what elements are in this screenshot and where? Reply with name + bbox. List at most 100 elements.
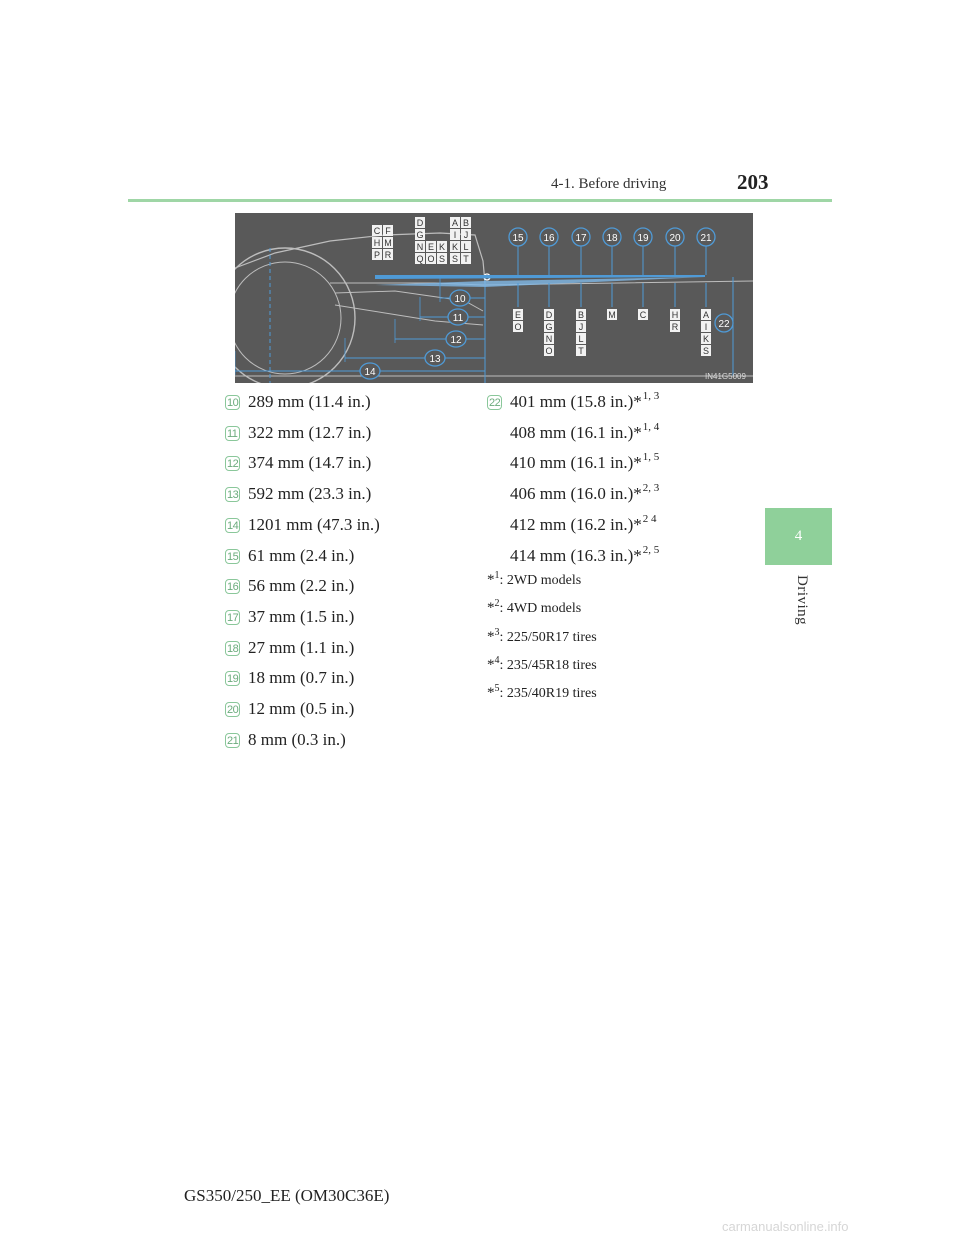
grid-right-letter: A (452, 218, 458, 228)
footnote-item: *2: 4WD models (487, 598, 582, 617)
grid-cell (461, 229, 471, 240)
grid-left-letter: M (384, 238, 392, 248)
grid-cell (383, 249, 393, 260)
callout-number-badge: 19 (225, 671, 240, 687)
car-body-outline (235, 232, 486, 284)
column-cell (701, 321, 711, 332)
grid-cell (415, 253, 425, 264)
column-cell (544, 345, 554, 356)
grid-cell (415, 241, 425, 252)
measurement-text: 322 mm (12.7 in.) (248, 422, 372, 442)
measurement-text: 374 mm (14.7 in.) (248, 453, 372, 473)
callout-number: 21 (700, 233, 712, 244)
grid-mid-letter: O (427, 254, 434, 264)
measurement-band (375, 275, 705, 279)
column-cell (701, 345, 711, 356)
column-letter: I (705, 322, 708, 332)
tire-outline (235, 247, 356, 383)
header-rule (128, 199, 832, 202)
column-letter: R (672, 322, 679, 332)
measurement-text: 12 mm (0.5 in.) (248, 699, 355, 718)
column-letter: B (578, 310, 584, 320)
wheel-rim-outline (235, 261, 342, 375)
grid-mid-letter: D (417, 218, 424, 228)
grid-cell (450, 229, 460, 240)
callout-number-badge: 18 (225, 640, 240, 656)
callout-circle (508, 227, 528, 247)
grid-left-letter: P (374, 250, 380, 260)
measurement-text: 37 mm (1.5 in.) (248, 606, 355, 626)
measurement-text: 8 mm (0.3 in.) (248, 729, 346, 749)
measurement-text: 27 mm (1.1 in.) (248, 637, 355, 657)
diagram-code: IN41G5009 (705, 372, 746, 381)
column-cell (670, 309, 680, 320)
column-letter: G (545, 322, 552, 332)
grid-cell (372, 249, 382, 260)
column-letter: L (578, 334, 583, 344)
footnote-item: *5: 235/40R19 tires (487, 683, 597, 702)
callout-number-badge: 15 (225, 548, 240, 564)
callout-number: 15 (512, 233, 524, 244)
grid-cell (415, 217, 425, 228)
callout-circle (696, 227, 716, 247)
column-cell (670, 321, 680, 332)
callout-number-badge: 10 (225, 395, 240, 410)
column-letter: D (546, 310, 553, 320)
grid-right-letter: T (463, 254, 469, 264)
callout-circle (665, 227, 685, 247)
grid-left-letter: H (374, 238, 381, 248)
grid-cell (461, 253, 471, 264)
column-cell (544, 321, 554, 332)
measurement-text: 56 mm (2.2 in.) (248, 576, 355, 596)
callout-number: 14 (364, 367, 376, 378)
measurement-text: 61 mm (2.4 in.) (248, 545, 355, 565)
callout-number-badge: 11 (225, 425, 240, 441)
column-letter: H (672, 310, 679, 320)
grid-mid-letter: G (416, 230, 423, 240)
measurement-text: 406 mm (16.0 in.)*2, 3 (510, 482, 660, 504)
grid-right-letter: L (463, 242, 468, 252)
grid-cell (461, 241, 471, 252)
callout-circle (633, 227, 653, 247)
measurement-text: 412 mm (16.2 in.)*2 4 (510, 512, 657, 534)
chapter-label: Driving (794, 575, 810, 626)
measurement-text: 592 mm (23.3 in.) (248, 484, 372, 504)
grid-right-letter: B (463, 218, 469, 228)
callout-circle (424, 349, 446, 367)
callout-circle (714, 313, 734, 333)
grid-left-letter: C (374, 226, 381, 236)
grid-mid-letter: K (439, 242, 445, 252)
grid-right-letter: I (454, 230, 457, 240)
section-title: 4-1. Before driving (551, 176, 667, 192)
grid-left-letter: R (385, 250, 392, 260)
measurement-band (375, 277, 705, 287)
column-letter: J (579, 322, 584, 332)
measurement-text: 410 mm (16.1 in.)*1, 5 (510, 451, 660, 473)
chapter-tab[interactable]: 4 (765, 508, 832, 565)
callout-circle (449, 289, 471, 307)
column-cell (576, 345, 586, 356)
callout-circle (571, 227, 591, 247)
callout-number: 18 (606, 233, 618, 244)
grid-cell (450, 241, 460, 252)
column-letter: O (514, 322, 521, 332)
grid-cell (450, 253, 460, 264)
callout-number: 16 (543, 233, 555, 244)
callout-number: 22 (718, 319, 730, 330)
footnote-item: *4: 235/45R18 tires (487, 654, 597, 673)
column-cell (576, 321, 586, 332)
column-cell (576, 309, 586, 320)
measurement-text: 18 mm (0.7 in.) (248, 668, 355, 688)
grid-cell (372, 237, 382, 248)
footer-model-code: GS350/250_EE (OM30C36E) (184, 1186, 390, 1205)
column-cell (576, 333, 586, 344)
column-letter: K (703, 334, 709, 344)
callout-number: 19 (637, 233, 649, 244)
callout-number-badge: 16 (225, 579, 240, 595)
callout-number: 13 (429, 354, 441, 365)
callout-circle (539, 227, 559, 247)
column-cell (544, 309, 554, 320)
callout-circle (602, 227, 622, 247)
callout-number-badge: 17 (225, 609, 240, 625)
measurement-text: 1201 mm (47.3 in.) (248, 514, 380, 534)
